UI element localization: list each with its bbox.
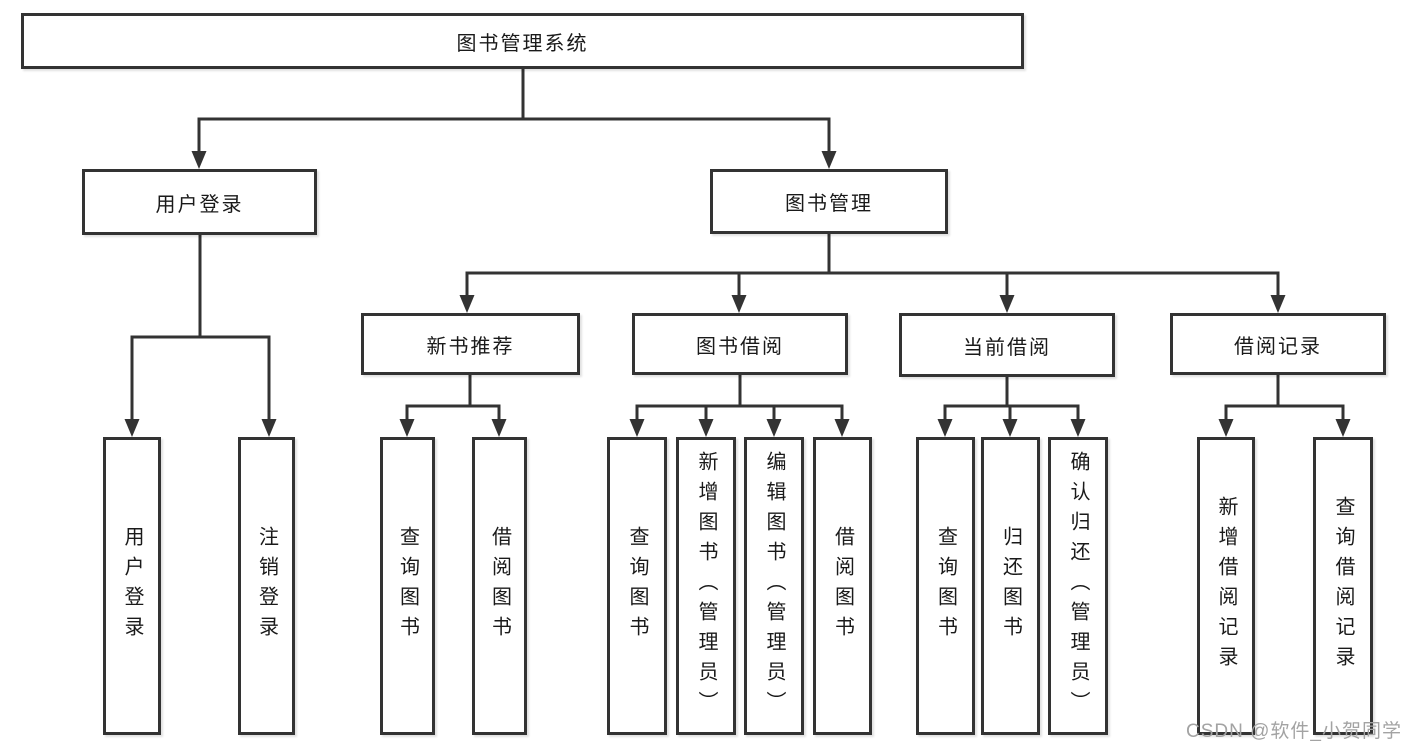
node-label: 用户登录 [155,193,244,216]
csdn-watermark: CSDN @软件_小贺同学 [1186,721,1402,742]
node-label: 当前借阅 [963,336,1051,359]
leaf-query-book-current: 查询图书 [916,437,975,735]
node-label: 图书管理 [785,193,873,215]
leaf-borrow-book: 借阅图书 [813,437,872,735]
node-label: 借阅记录 [1234,335,1322,358]
node-current-borrowing: 当前借阅 [899,313,1115,377]
node-label: 用户登录 [121,526,143,646]
leaf-add-borrow-record: 新增借阅记录 [1197,437,1255,735]
leaf-confirm-return-admin: 确认归还（管理员） [1048,437,1108,735]
node-label: 查询图书 [396,526,419,646]
leaf-edit-book-admin: 编辑图书（管理员） [744,437,804,735]
connector-book-mgmt-to-level3 [459,232,1286,313]
leaf-return-book: 归还图书 [981,437,1040,735]
leaf-user-login: 用户登录 [103,437,161,735]
node-label: 图书借阅 [696,335,784,358]
node-borrowing-records: 借阅记录 [1170,313,1386,375]
leaf-add-book-admin: 新增图书（管理员） [676,437,736,735]
connector-current-borrow-to-leaves [937,375,1086,437]
node-new-book-recommend: 新书推荐 [361,313,580,375]
node-book-management: 图书管理 [710,169,948,234]
node-label: 新增借阅记录 [1215,496,1237,676]
connector-book-borrow-to-leaves [629,373,850,437]
node-label: 查询图书 [934,526,957,646]
node-label: 确认归还（管理员） [1067,451,1089,721]
connector-root-to-level2 [191,67,837,169]
node-label: 查询借阅记录 [1332,496,1354,676]
node-label: 编辑图书（管理员） [763,451,785,721]
node-label: 查询图书 [626,526,648,646]
node-book-borrowing: 图书借阅 [632,313,848,375]
node-system-root: 图书管理系统 [21,13,1024,69]
node-label: 借阅图书 [488,526,511,646]
leaf-query-book-borrowing: 查询图书 [607,437,667,735]
node-label: 新增图书（管理员） [695,451,717,721]
connector-user-login-to-leaves [124,233,277,437]
node-user-login: 用户登录 [82,169,317,235]
node-label: 注销登录 [255,526,278,646]
node-label: 借阅图书 [831,526,854,646]
node-label: 新书推荐 [426,335,515,358]
leaf-logout: 注销登录 [238,437,295,735]
node-label: 归还图书 [999,526,1022,646]
node-label: 图书管理系统 [456,32,589,55]
leaf-query-book-recommend: 查询图书 [380,437,435,735]
leaf-borrow-book-recommend: 借阅图书 [472,437,527,735]
connector-new-book-to-leaves [399,373,507,437]
connector-borrow-record-to-leaves [1218,373,1351,437]
leaf-query-borrow-record: 查询借阅记录 [1313,437,1373,735]
